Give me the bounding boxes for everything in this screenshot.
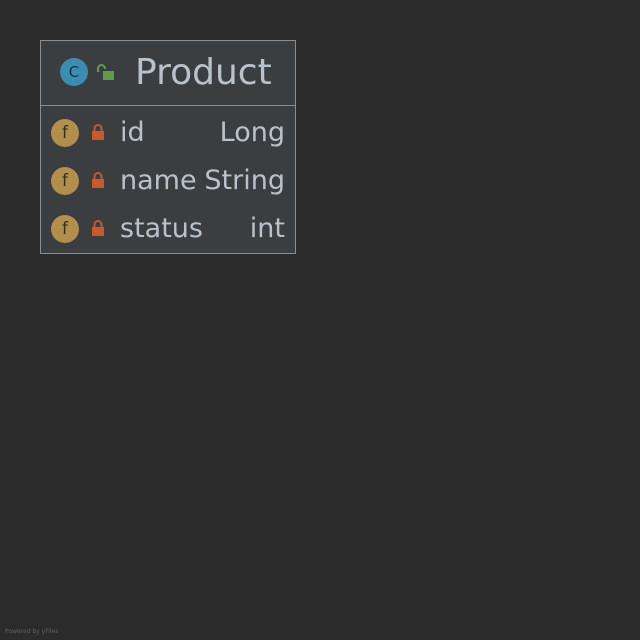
class-icon: C [60, 58, 88, 86]
private-lock-icon [92, 172, 104, 188]
watermark: Powered by yFiles [5, 628, 59, 635]
private-lock-icon [92, 220, 104, 236]
field-icon: f [51, 215, 79, 243]
field-name: id [120, 117, 145, 148]
class-name: Product [135, 52, 272, 93]
field-row-id[interactable]: f id Long [41, 106, 295, 154]
field-type: Long [219, 117, 285, 148]
field-type: String [204, 165, 285, 196]
unlocked-padlock-icon [97, 64, 114, 80]
field-type: int [249, 213, 285, 244]
field-name: name [120, 165, 197, 196]
class-node-product[interactable]: C Product f id Long f [40, 40, 296, 254]
class-header: C Product [41, 41, 295, 106]
field-icon: f [51, 167, 79, 195]
field-row-name[interactable]: f name String [41, 154, 295, 202]
field-icon: f [51, 119, 79, 147]
field-name: status [120, 213, 203, 244]
field-row-status[interactable]: f status int [41, 202, 295, 250]
field-list: f id Long f name String f [41, 106, 295, 254]
private-lock-icon [92, 124, 104, 140]
